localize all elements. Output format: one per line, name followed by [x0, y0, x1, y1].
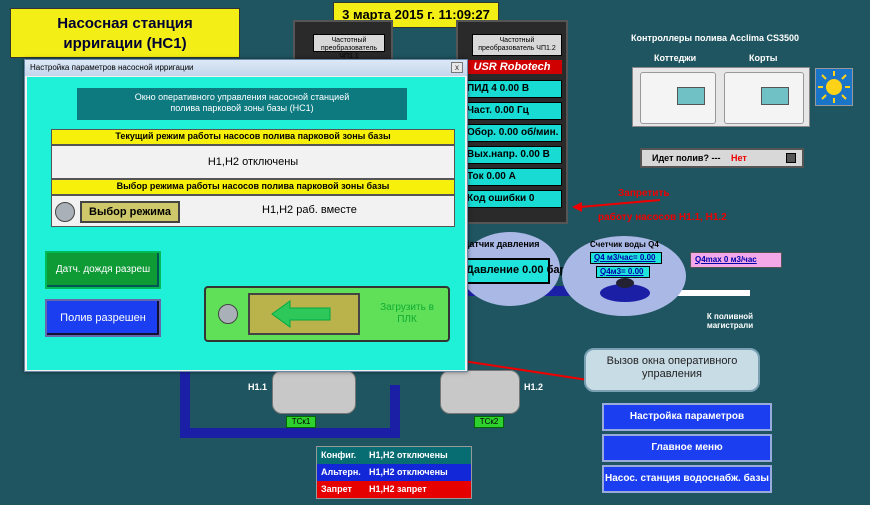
station-title: Насосная станция ирригации (НС1)	[10, 8, 240, 58]
sun-icon	[815, 68, 853, 106]
q4-total: Q4м3= 0.00	[596, 266, 650, 278]
cabinet-row-pid: ПИД 4 0.00 В	[462, 80, 562, 98]
controller-courts-screen	[761, 87, 789, 105]
menu-water-station-button[interactable]: Насос. станция водоснабж. базы	[602, 465, 772, 493]
water-meter-dome	[616, 278, 634, 288]
current-mode-value: Н1,Н2 отключены	[51, 145, 455, 179]
settings-dialog: Настройка параметров насосной ирригации …	[24, 59, 468, 372]
load-plc-panel: Загрузить в ПЛК	[204, 286, 450, 342]
annotation-line2: работу насосов Н1.1, Н1.2	[598, 212, 727, 223]
status-label: Альтерн.	[317, 464, 365, 481]
pump-h12	[440, 370, 520, 414]
menu-main-button[interactable]: Главное меню	[602, 434, 772, 462]
q4-max: Q4max 0 м3/час	[690, 252, 782, 268]
controllers-title: Контроллеры полива Acclima CS3500	[631, 33, 800, 43]
controller-courts[interactable]	[724, 72, 804, 124]
status-label: Конфиг.	[317, 447, 365, 464]
pump-h12-label: Н1.2	[524, 382, 544, 392]
rain-sensor-button[interactable]: Датч. дождя разреш	[45, 251, 161, 289]
controller-right-label: Корты	[749, 53, 778, 63]
controller-cottages-screen	[677, 87, 705, 105]
pipe-loop-left	[180, 370, 190, 438]
brand-label: USR Robotech	[462, 60, 562, 74]
cabinet-row-current: Ток 0.00 А	[462, 168, 562, 186]
select-mode-led	[55, 202, 75, 222]
watering-status-box: Идет полив? --- Нет	[640, 148, 804, 168]
dialog-body: Окно оперативного управления насосной ст…	[27, 77, 465, 370]
q4-title: Счетчик воды Q4	[590, 240, 659, 249]
current-mode-title: Текущий режим работы насосов полива парк…	[51, 129, 455, 145]
status-row-config: Конфиг. Н1,Н2 отключены	[317, 447, 471, 464]
pressure-value: Давление 0.00 бар	[460, 258, 566, 284]
pump-tck1-tag: ТСк1	[286, 416, 316, 428]
cabinet-row-freq: Част. 0.00 Гц	[462, 102, 562, 120]
pipe-loop-bottom	[180, 428, 400, 438]
watering-allowed-button[interactable]: Полив разрешен	[45, 299, 161, 337]
controller-left-label: Коттеджи	[654, 53, 697, 63]
annotation-line1: Запретить	[618, 188, 670, 199]
select-mode-button[interactable]: Выбор режима	[80, 201, 180, 223]
water-meter-icon	[600, 278, 650, 302]
status-value: Н1,Н2 запрет	[365, 481, 471, 498]
status-value: Н1,Н2 отключены	[365, 464, 471, 481]
select-mode-panel: Выбор режима Н1,Н2 раб. вместе	[51, 195, 455, 227]
tooltip-balloon: Вызов окна оперативного управления	[584, 348, 760, 392]
status-table: Конфиг. Н1,Н2 отключены Альтерн. Н1,Н2 о…	[316, 446, 472, 499]
frequency-converter-cabinet-1: Частотный преобразователь ЧП1.1	[293, 20, 393, 65]
controller-cottages[interactable]	[640, 72, 716, 124]
pipe-outlet	[630, 290, 750, 296]
cabinet-2-header: Частотный преобразователь ЧП1.2	[472, 34, 562, 56]
cabinet-1-header: Частотный преобразователь ЧП1.1	[313, 34, 385, 60]
status-row-altern: Альтерн. Н1,Н2 отключены	[317, 464, 471, 481]
dialog-header: Окно оперативного управления насосной ст…	[77, 88, 407, 120]
dialog-titlebar[interactable]: Настройка параметров насосной ирригации …	[25, 60, 467, 76]
pump-h11-label: Н1.1	[248, 382, 268, 392]
load-plc-button[interactable]	[248, 293, 360, 335]
q4-rate: Q4 м3/час= 0.00	[590, 252, 662, 264]
watering-status-label: Идет полив? ---	[652, 153, 721, 163]
watering-status-value: Нет	[730, 153, 747, 163]
load-plc-led	[218, 304, 238, 324]
frequency-converter-cabinet-2: Частотный преобразователь ЧП1.2 USR Robo…	[456, 20, 568, 224]
select-mode-value: Н1,Н2 раб. вместе	[262, 204, 357, 216]
menu-settings-button[interactable]: Настройка параметров	[602, 403, 772, 431]
outlet-label: К поливной магистрали	[706, 312, 754, 330]
status-row-prohibit: Запрет Н1,Н2 запрет	[317, 481, 471, 498]
pipe-loop-right	[390, 385, 400, 437]
status-value: Н1,Н2 отключены	[365, 447, 471, 464]
status-label: Запрет	[317, 481, 365, 498]
load-plc-label: Загрузить в ПЛК	[380, 302, 434, 325]
pump-h11	[272, 370, 356, 414]
watering-status-indicator	[786, 153, 796, 163]
pressure-label: Датчик давления	[463, 239, 540, 249]
cabinet-row-rpm: Обор. 0.00 об/мин.	[462, 124, 562, 142]
arrow-left-icon	[271, 300, 331, 328]
pump-tck2-tag: ТСк2	[474, 416, 504, 428]
close-button[interactable]: x	[451, 62, 463, 73]
cabinet-row-voltage: Вых.напр. 0.00 В	[462, 146, 562, 164]
select-mode-title: Выбор режима работы насосов полива парко…	[51, 179, 455, 195]
dialog-title: Настройка параметров насосной ирригации	[30, 63, 194, 72]
